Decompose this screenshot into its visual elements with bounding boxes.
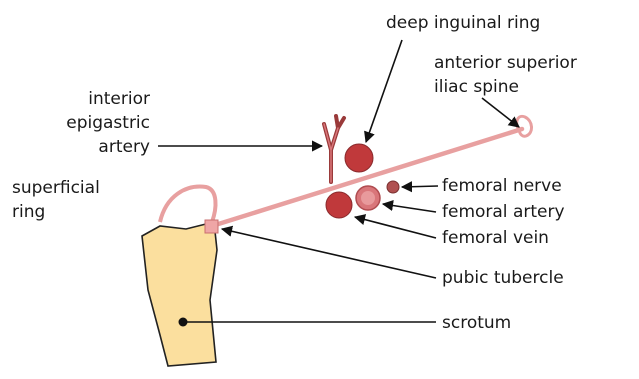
superficial-ring-loop xyxy=(160,187,216,222)
femoral-nerve-leader xyxy=(402,186,438,187)
femoral-nerve-label: femoral nerve xyxy=(442,176,562,196)
deep-inguinal-ring-leader xyxy=(366,40,402,142)
femoral-vein-label: femoral vein xyxy=(442,228,549,248)
deep-inguinal-ring-label: deep inguinal ring xyxy=(386,13,540,33)
pubic-tubercle-leader xyxy=(222,229,436,278)
iliac-spine-label-line2: iliac spine xyxy=(434,77,519,97)
pubic-tubercle-shape xyxy=(205,220,218,233)
superficial-ring-label-line1: superficial xyxy=(12,178,100,198)
scrotum-shape xyxy=(142,222,217,366)
iliac-spine-label-line1: anterior superior xyxy=(434,53,577,73)
femoral-nerve-shape xyxy=(387,181,399,193)
epigastric-label-line1: interior xyxy=(88,89,150,109)
superficial-ring-label-line2: ring xyxy=(12,202,45,222)
epigastric-label-line3: artery xyxy=(98,137,150,157)
femoral-vein-shape xyxy=(326,192,352,218)
iliac-spine-leader xyxy=(482,98,519,127)
epigastric-artery-shape xyxy=(324,116,344,182)
epigastric-artery-highlight xyxy=(324,124,338,182)
deep-inguinal-ring-shape xyxy=(345,144,373,172)
femoral-artery-label: femoral artery xyxy=(442,202,565,222)
epigastric-label-line2: epigastric xyxy=(66,113,150,133)
femoral-artery-leader xyxy=(383,204,436,212)
scrotum-label: scrotum xyxy=(442,313,511,333)
femoral-vein-leader xyxy=(355,217,436,238)
pubic-tubercle-label: pubic tubercle xyxy=(442,268,564,288)
femoral-artery-inner xyxy=(361,191,375,205)
